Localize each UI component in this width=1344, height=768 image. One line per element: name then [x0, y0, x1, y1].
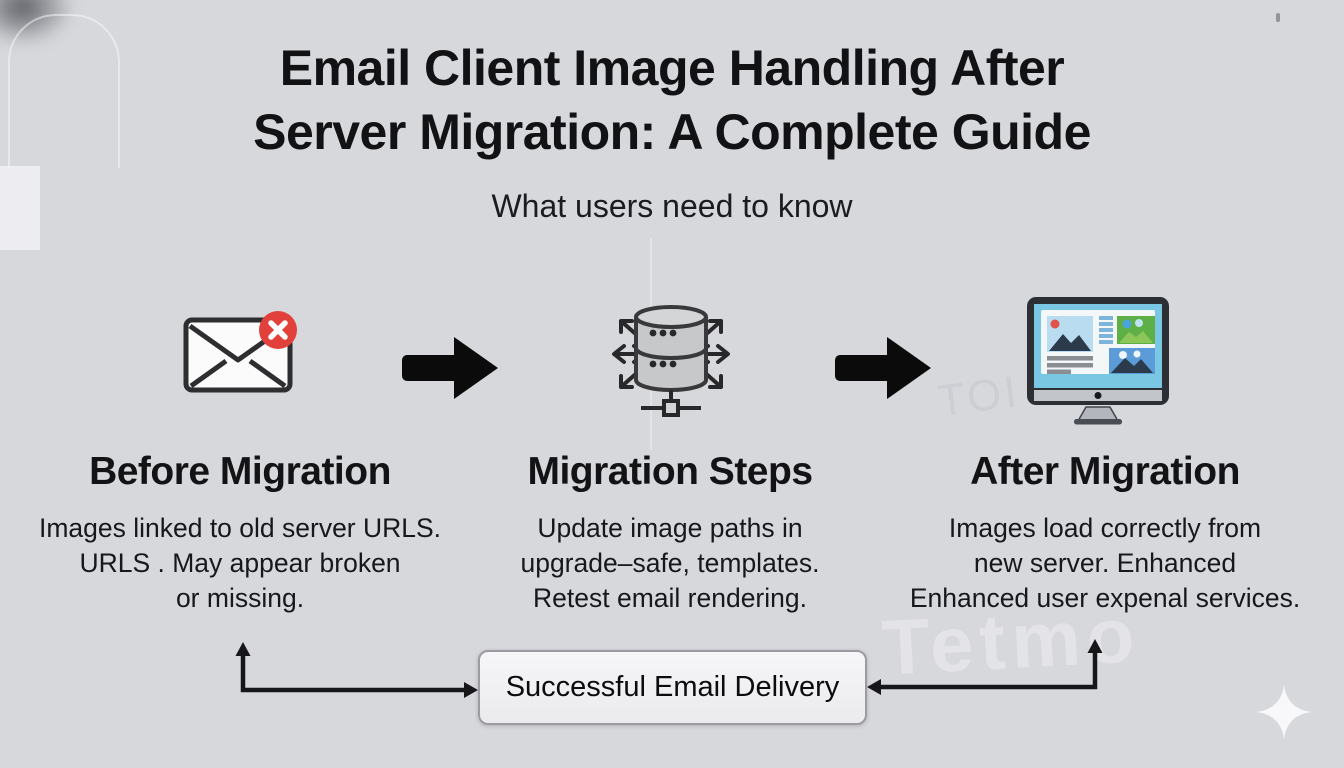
screen-text-lines [1047, 356, 1093, 374]
result-box: Successful Email Delivery [478, 650, 867, 725]
stage-migration-steps: Migration Steps Update image paths in up… [478, 450, 862, 616]
flow-arrow-right-icon [835, 337, 931, 399]
stage-description: Images load correctly from new server. E… [909, 513, 1301, 613]
database-sync-icon [612, 305, 730, 417]
monitor-gallery-icon [1027, 297, 1169, 425]
arch-outline-decoration [8, 14, 120, 168]
background-speck [1276, 13, 1280, 22]
arrow-shaft [402, 355, 460, 381]
arrow-head [887, 337, 931, 399]
screen-thumbnail-2 [1117, 316, 1155, 344]
broken-email-icon [183, 311, 297, 393]
error-badge-icon [259, 311, 297, 349]
sparkle-icon [1256, 684, 1312, 740]
stage-heading: After Migration [970, 450, 1240, 493]
light-patch-decoration [0, 166, 40, 250]
arrow-head [454, 337, 498, 399]
arrow-shaft [835, 355, 893, 381]
screen-list-lines [1099, 316, 1113, 344]
stage-description: Update image paths in upgrade–safe, temp… [520, 513, 820, 613]
page-title-line-1: Email Client Image Handling After [279, 40, 1065, 96]
stage-heading: Before Migration [89, 450, 391, 493]
result-label: Successful Email Delivery [505, 671, 840, 703]
page-title: Email Client Image Handling After Server… [0, 36, 1344, 164]
stage-after-migration: After Migration Images load correctly fr… [885, 450, 1325, 616]
page-subtitle: What users need to know [491, 188, 853, 224]
stage-heading: Migration Steps [527, 450, 813, 493]
page-title-line-2: Server Migration: A Complete Guide [253, 104, 1091, 160]
stage-description: Images linked to old server URLS. URLS .… [38, 513, 442, 613]
screen-thumbnail-1 [1047, 316, 1093, 352]
stage-before-migration: Before Migration Images linked to old se… [20, 450, 460, 616]
flow-arrow-right-icon [402, 337, 498, 399]
screen-thumbnail-3 [1109, 348, 1155, 374]
